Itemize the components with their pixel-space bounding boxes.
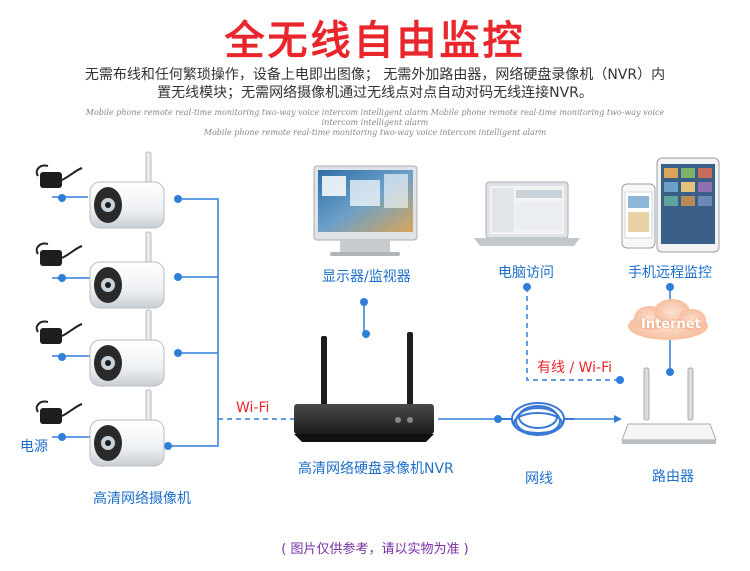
page-title: 全无线自由监控 [224, 18, 526, 64]
footnote: ( 图片仅供参考，请以实物为准 ) [281, 542, 469, 557]
router-label: 路由器 [652, 469, 694, 485]
camera-icon [89, 231, 165, 309]
phone-monitoring-label: 手机远程监控 [628, 265, 712, 281]
arrow-icon [614, 415, 622, 423]
network-cable-icon [500, 402, 574, 436]
adapter-lines [52, 196, 90, 438]
dot [616, 376, 624, 384]
cameras-label: 高清网络摄像机 [93, 491, 191, 507]
description-line-2: 置无线模块；无需网络摄像机通过无线点对点自动对码无线连接NVR。 [157, 85, 593, 101]
camera-icon [89, 389, 165, 467]
description: 无需布线和任何繁琐操作，设备上电即出图像； 无需外加路由器，网络硬盘录像机（NV… [30, 66, 720, 102]
cable-label: 网线 [525, 471, 553, 487]
camera-icon [89, 151, 165, 229]
dot [666, 368, 674, 376]
dot [174, 273, 182, 281]
connection-lines [52, 196, 671, 447]
router-icon [621, 367, 717, 444]
tablet-icon [656, 157, 720, 253]
monitor-icon [313, 165, 418, 256]
laptop-icon [474, 181, 580, 246]
phone-icon [621, 183, 656, 249]
internet-label: Internet [641, 317, 701, 332]
internet-cloud-icon [628, 299, 708, 340]
connection-dots [58, 194, 674, 450]
dot [58, 194, 66, 202]
wired-wifi-label: 有线 / Wi-Fi [537, 360, 613, 376]
dot [666, 283, 674, 291]
power-adapter-icon [35, 164, 83, 188]
power-label: 电源 [20, 439, 48, 455]
camera-icons [89, 151, 165, 467]
subtitle: Mobile phone remote real-time monitoring… [70, 108, 680, 138]
power-adapter-icon [35, 400, 83, 424]
dot [164, 442, 172, 450]
dot [494, 415, 502, 423]
pc-access-label: 电脑访问 [498, 265, 554, 281]
dot [58, 433, 66, 441]
camera-bus-line [168, 198, 219, 447]
dot [174, 349, 182, 357]
camera-icon [89, 309, 165, 387]
dot [58, 353, 66, 361]
subtitle-line-1: Mobile phone remote real-time monitoring… [85, 108, 665, 127]
wifi-label: Wi-Fi [236, 400, 270, 416]
power-adapter-icon [35, 242, 83, 266]
dot [58, 274, 66, 282]
power-adapter-icons [35, 164, 83, 424]
pc-link-line [526, 287, 620, 381]
description-line-1: 无需布线和任何繁琐操作，设备上电即出图像； 无需外加路由器，网络硬盘录像机（NV… [84, 67, 666, 83]
nvr-icon [294, 332, 434, 442]
dot [174, 195, 182, 203]
dot [362, 330, 370, 338]
nvr-label: 高清网络硬盘录像机NVR [298, 461, 454, 477]
subtitle-line-2: Mobile phone remote real-time monitoring… [203, 128, 547, 137]
monitor-label: 显示器/监视器 [322, 269, 411, 285]
power-adapter-icon [35, 320, 83, 344]
dot [523, 283, 531, 291]
dot [360, 298, 368, 306]
